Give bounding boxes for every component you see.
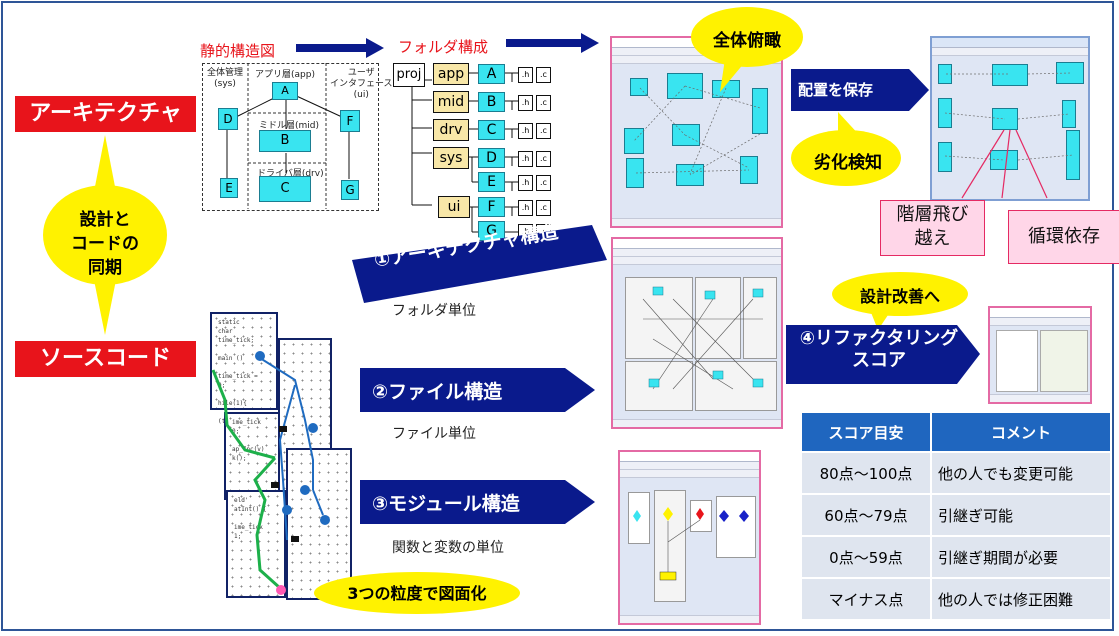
step2-label: ②ファイル構造 (372, 381, 503, 403)
file-c: .c (536, 200, 551, 216)
folder-root: proj (393, 63, 425, 87)
architecture-label: アーキテクチャ (15, 96, 196, 132)
file-h: .h (518, 151, 533, 167)
group-drv: ドライバ層(drv) (257, 169, 324, 179)
folder-title: フォルダ構成 (398, 38, 489, 56)
file-c: .c (536, 175, 551, 191)
table-row: 0点～59点 引継ぎ期間が必要 (802, 536, 1112, 579)
folder-ui: ui (438, 196, 470, 218)
save-layout-arrow (791, 69, 929, 111)
save-layout-label: 配置を保存 (798, 81, 874, 99)
group-ui: ユーザ インタフェース (ui) (330, 68, 393, 100)
module-e: E (478, 172, 505, 192)
module-d: D (478, 148, 505, 168)
table-row: 60点～79点 引継ぎ可能 (802, 494, 1112, 537)
static-diagram-title: 静的構造図 (200, 42, 276, 60)
table-row: 80点～100点 他の人でも変更可能 (802, 452, 1112, 495)
group-mid: ミドル層(mid) (259, 121, 320, 131)
step3-caption: 関数と変数の単位 (392, 540, 504, 556)
static-diagram (202, 63, 379, 211)
degradation-label: 劣化検知 (814, 153, 882, 173)
step2-caption: ファイル単位 (392, 426, 476, 442)
static-diagram-lines (226, 63, 350, 209)
step3-label: ③モジュール構造 (372, 493, 520, 515)
comment-cell: 他の人でも変更可能 (931, 452, 1112, 495)
code-card-3: eld' atInt() { ime_tick 1; (226, 490, 286, 598)
score-screenshot (988, 306, 1092, 404)
file-h: .h (518, 175, 533, 191)
sync-text: 設計と コードの 同期 (71, 210, 139, 278)
table-row: マイナス点 他の人では修正困難 (802, 578, 1112, 621)
folder-app: app (433, 63, 469, 85)
comment-cell: 他の人では修正困難 (931, 578, 1112, 621)
node-c: C (259, 176, 311, 202)
step1-caption: フォルダ単位 (392, 303, 476, 319)
saved-layout-screenshot (930, 36, 1090, 201)
overview-bubble (691, 7, 803, 92)
sourcecode-label: ソースコード (15, 341, 196, 377)
improve-bubble (786, 272, 980, 384)
file-h: .h (518, 67, 533, 83)
score-table: スコア目安 コメント 80点～100点 他の人でも変更可能 60点～79点 引継… (802, 413, 1112, 621)
granularity-label: 3つの粒度で図面化 (347, 584, 487, 603)
node-e: E (220, 178, 238, 198)
cyclic-callout: 循環依存 (1008, 210, 1119, 264)
file-c: .c (536, 67, 551, 83)
step3-arrow (360, 480, 595, 524)
folder-drv: drv (433, 119, 469, 141)
refactoring-label: ④リファクタリング スコア (799, 328, 959, 371)
module-b: B (478, 92, 505, 112)
score-cell: 80点～100点 (802, 452, 932, 495)
score-cell: マイナス点 (802, 578, 932, 621)
file-h: .h (518, 123, 533, 139)
module-g: G (478, 221, 505, 241)
overview-label: 全体俯瞰 (713, 31, 781, 51)
step1-arrow (352, 225, 607, 303)
score-cell: 60点～79点 (802, 494, 932, 537)
arrow-to-folder (296, 38, 384, 58)
file-c: .c (536, 95, 551, 111)
code-card-5 (286, 448, 352, 600)
comment-cell: 引継ぎ可能 (931, 494, 1112, 537)
node-a: A (272, 82, 298, 100)
module-c: C (478, 120, 505, 140)
node-f: F (340, 110, 360, 132)
score-header: スコア目安 (802, 413, 932, 453)
node-d: D (218, 108, 238, 130)
group-app: アプリ層(app) (255, 70, 315, 80)
step2-arrow (360, 368, 595, 412)
layer-skip-callout: 階層飛び 越え (880, 200, 985, 256)
comment-cell: 引継ぎ期間が必要 (931, 536, 1112, 579)
node-b: B (259, 130, 311, 152)
module-a: A (478, 64, 505, 84)
module-screenshot (618, 450, 761, 625)
folder-mid: mid (433, 91, 469, 113)
file-h: .h (518, 200, 533, 216)
group-sys: 全体管理 (sys) (207, 68, 244, 89)
file-c: .c (536, 151, 551, 167)
architecture-screenshot (611, 237, 783, 429)
folder-sys: sys (433, 147, 469, 169)
file-h: .h (518, 95, 533, 111)
arrow-to-overview (506, 33, 599, 53)
node-g: G (341, 180, 359, 200)
flow-arrows (211, 351, 330, 595)
degradation-bubble (791, 112, 901, 186)
overview-screenshot (610, 36, 783, 228)
module-f: F (478, 197, 505, 217)
improve-label: 設計改善へ (859, 287, 940, 306)
granularity-bubble (314, 572, 520, 614)
folder-tree-lines (411, 72, 518, 233)
comment-header: コメント (931, 413, 1112, 453)
sync-bubble (43, 135, 167, 335)
file-c: .c (536, 123, 551, 139)
score-cell: 0点～59点 (802, 536, 932, 579)
